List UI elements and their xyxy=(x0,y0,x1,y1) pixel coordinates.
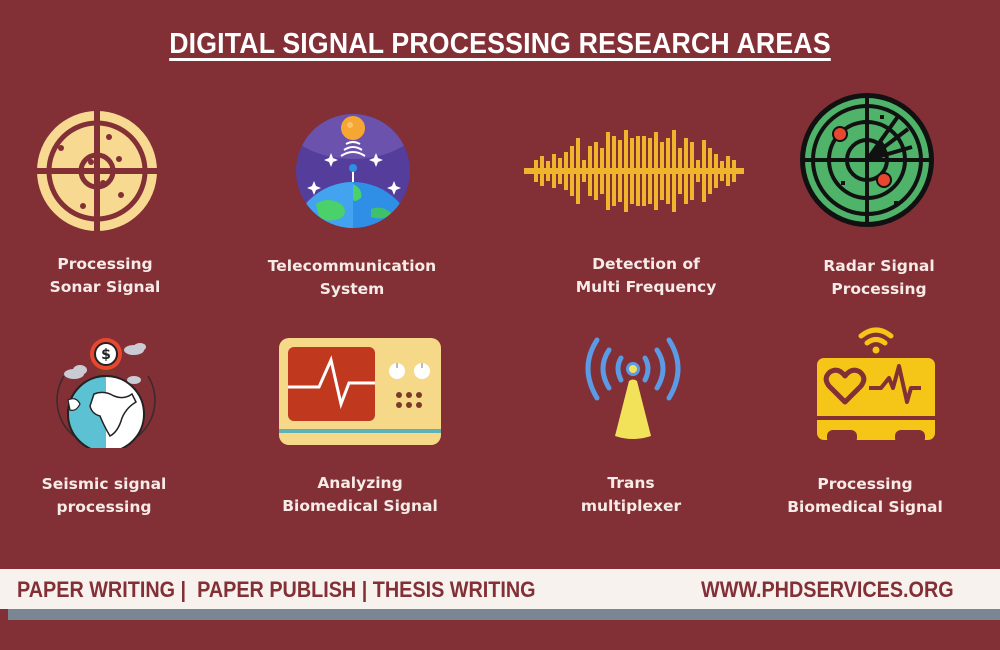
svg-text:$: $ xyxy=(101,347,111,363)
area-label-analyzing-biomedical: Analyzing Biomedical Signal xyxy=(250,472,470,518)
ecg-monitor-icon xyxy=(279,338,441,445)
area-label-multi-frequency: Detection of Multi Frequency xyxy=(536,253,756,299)
footer-shadow xyxy=(8,607,1000,620)
footer-bar xyxy=(0,569,1000,609)
label-line1: Trans xyxy=(607,474,655,492)
area-label-telecom: Telecommunication System xyxy=(242,255,462,301)
label-line1: Detection of xyxy=(592,255,700,273)
label-line2: Multi Frequency xyxy=(575,278,717,296)
area-label-trans-multiplexer: Trans multiplexer xyxy=(521,472,741,518)
label-line2: Processing xyxy=(831,280,927,298)
sonar-target-icon xyxy=(37,111,157,231)
area-label-radar: Radar Signal Processing xyxy=(769,255,989,301)
footer-website-link[interactable]: WWW.PHDSERVICES.ORG xyxy=(701,577,954,602)
label-line1: Radar Signal xyxy=(823,257,935,275)
label-line1: Seismic signal xyxy=(41,475,167,493)
heart-monitor-wifi-icon xyxy=(817,327,935,444)
area-label-sonar: Processing Sonar Signal xyxy=(0,253,215,299)
radar-icon xyxy=(800,93,934,227)
label-line2: processing xyxy=(56,498,152,516)
label-line2: System xyxy=(319,280,385,298)
footer-services: PAPER WRITING | PAPER PUBLISH | THESIS W… xyxy=(17,577,536,602)
area-label-processing-biomedical: Processing Biomedical Signal xyxy=(755,473,975,519)
page-title-text: DIGITAL SIGNAL PROCESSING RESEARCH AREAS xyxy=(169,28,831,60)
label-line2: Biomedical Signal xyxy=(282,497,438,515)
page-title: DIGITAL SIGNAL PROCESSING RESEARCH AREAS xyxy=(40,28,960,61)
globe-location-icon: $ xyxy=(56,338,156,448)
sound-wave-icon xyxy=(524,130,744,212)
antenna-signal-icon xyxy=(585,337,681,439)
label-line1: Processing xyxy=(57,255,153,273)
satellite-earth-icon xyxy=(296,114,410,228)
label-line2: Biomedical Signal xyxy=(787,498,943,516)
label-line2: Sonar Signal xyxy=(49,278,161,296)
label-line1: Telecommunication xyxy=(267,257,437,275)
area-label-seismic: Seismic signal processing xyxy=(0,473,214,519)
label-line1: Processing xyxy=(817,475,913,493)
label-line1: Analyzing xyxy=(317,474,403,492)
label-line2: multiplexer xyxy=(580,497,682,515)
